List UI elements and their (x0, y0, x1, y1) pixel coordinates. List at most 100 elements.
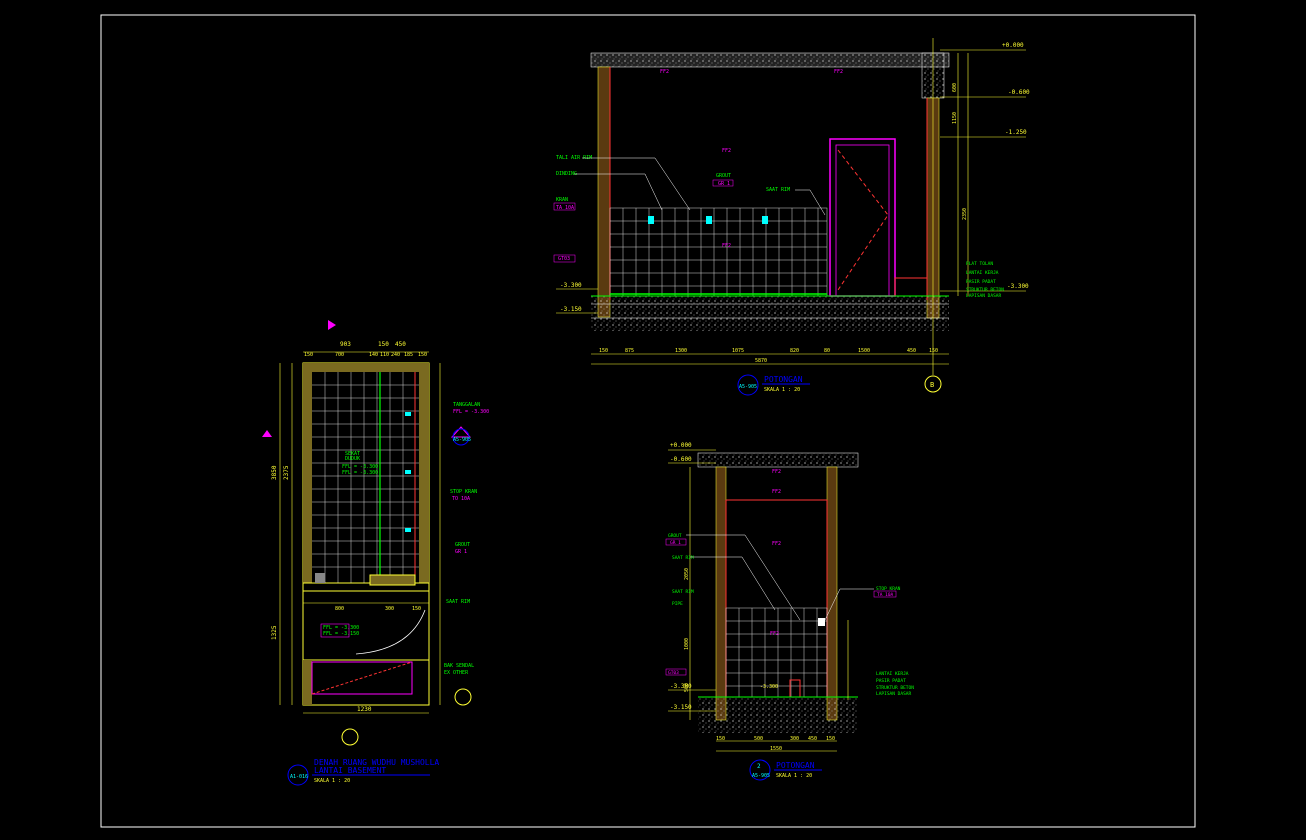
top-wall-left (597, 66, 611, 318)
svg-text:150: 150 (826, 736, 835, 742)
plan-shoe-rack (311, 661, 413, 695)
svg-text:PIPE: PIPE (672, 601, 683, 607)
plan-wall-hatch-top (303, 363, 429, 372)
svg-text:SAAT RIM: SAAT RIM (446, 599, 470, 605)
bot-faucet (818, 618, 825, 626)
svg-text:STRUKTUR BETON: STRUKTUR BETON (966, 287, 1004, 293)
plan-dim-bottom-b: 300 (385, 606, 394, 612)
plan-door-arc (355, 609, 426, 655)
svg-text:TA 10A: TA 10A (556, 205, 574, 211)
svg-text:LAPISAN DASAR: LAPISAN DASAR (966, 293, 1002, 299)
plan-dim-left-lower: 1325 (271, 625, 278, 640)
plan-scale: SKALA 1 : 20 (314, 778, 350, 784)
top-faucets (648, 216, 768, 224)
svg-text:STOP KRAN: STOP KRAN (876, 586, 901, 592)
top-scale: SKALA 1 : 20 (764, 387, 800, 393)
bot-left-dims: 2050 1000 500 (684, 568, 690, 692)
svg-text:1500: 1500 (858, 348, 870, 354)
bot-dim-lines (689, 467, 849, 752)
svg-text:STRUKTUR BETON: STRUKTUR BETON (876, 685, 914, 691)
svg-text:FF2: FF2 (834, 69, 843, 75)
svg-text:1150: 1150 (952, 112, 958, 124)
svg-text:-0.600: -0.600 (670, 456, 692, 463)
bot-wall-left (715, 466, 727, 721)
svg-text:GR 1: GR 1 (670, 540, 681, 546)
svg-text:2050: 2050 (684, 568, 690, 580)
top-door-frame (829, 138, 896, 297)
bot-tile-grid (725, 607, 828, 698)
svg-text:1075: 1075 (732, 348, 744, 354)
plan-floor-drain (315, 573, 325, 583)
svg-text:FFL = -3.300: FFL = -3.300 (323, 625, 359, 631)
top-floor-hatch (591, 296, 949, 331)
plan-dimensions (279, 351, 441, 714)
plan-dim-bottom-a: 800 (335, 606, 344, 612)
plan-section-marker: A5-905 (450, 426, 472, 446)
bot-wall-right (826, 466, 838, 721)
plan-dim-bottom: 1230 (357, 706, 372, 713)
svg-text:FF2: FF2 (772, 541, 781, 547)
bot-labels-left: GROUT GR 1 SAAT RIM SAAT RIM PIPE GT03 (665, 533, 801, 676)
svg-text:150: 150 (304, 352, 313, 358)
plan-dim-top-left: 150 (378, 341, 389, 348)
bot-levels-left: +0.000 -0.600 -3.300 -3.150 (668, 442, 716, 712)
plan-wall-hatch-left (303, 363, 312, 583)
plan-dim-top-right: 450 (395, 341, 406, 348)
svg-text:110: 110 (380, 352, 389, 358)
bot-step (789, 679, 801, 698)
svg-text:875: 875 (625, 348, 634, 354)
top-levels-right: +0.000 -0.600 -1.250 -3.300 (940, 42, 1030, 292)
svg-text:-3.150: -3.150 (560, 306, 582, 313)
svg-text:140: 140 (369, 352, 378, 358)
top-grid-bubble-label: B (930, 381, 934, 389)
bot-labels-right: STOP KRAN TA 10A LANTAI KERJA PASIR PADA… (824, 586, 914, 697)
svg-text:+0.000: +0.000 (670, 442, 692, 449)
svg-text:FFL = -3.300: FFL = -3.300 (342, 470, 378, 476)
svg-text:-3.300: -3.300 (1007, 283, 1029, 290)
top-labels-left: TALI AIR RIM DINDING KRAN TA 10A GT03 (553, 155, 691, 263)
svg-text:150: 150 (599, 348, 608, 354)
svg-text:LAPISAN DASAR: LAPISAN DASAR (876, 691, 912, 697)
bot-title-marker: 2 (757, 763, 761, 770)
plan-level-box (320, 623, 350, 638)
top-title: POTONGAN (764, 375, 803, 384)
svg-text:BAK SENDAL: BAK SENDAL (444, 663, 474, 669)
bot-sheet-id: A5-905 (752, 773, 770, 779)
svg-text:FF2: FF2 (772, 469, 781, 475)
plan-sheet-id: A1-016 (290, 774, 308, 780)
svg-text:-3.150: -3.150 (670, 704, 692, 711)
top-labels-mid: GROUT GR 1 SAAT RIM (712, 173, 826, 216)
svg-text:GT03: GT03 (558, 256, 570, 262)
svg-text:GT03: GT03 (668, 670, 679, 676)
svg-text:5870: 5870 (755, 358, 767, 364)
svg-text:FF2: FF2 (722, 148, 731, 154)
top-tile-grid (609, 207, 828, 297)
svg-text:820: 820 (790, 348, 799, 354)
svg-text:300: 300 (790, 736, 799, 742)
svg-text:500: 500 (684, 683, 690, 692)
bot-bottom-dims: 150 500 300 450 150 1550 (716, 736, 835, 752)
svg-text:-3.300: -3.300 (670, 683, 692, 690)
svg-text:SEKAT: SEKAT (345, 451, 360, 457)
svg-text:-3.300: -3.300 (560, 282, 582, 289)
svg-text:FFL = -3.300: FFL = -3.300 (453, 409, 489, 415)
top-title-bubble (737, 374, 759, 396)
svg-text:FF2: FF2 (772, 489, 781, 495)
svg-text:TO 10A: TO 10A (452, 496, 470, 502)
svg-text:GROUT: GROUT (668, 533, 682, 539)
svg-text:2350: 2350 (962, 208, 968, 220)
svg-text:500: 500 (754, 736, 763, 742)
svg-text:450: 450 (808, 736, 817, 742)
top-grid-bubble (924, 375, 942, 393)
top-ff2-tags: FF2 FF2 FF2 FF2 (660, 69, 843, 249)
svg-text:SAAT RIM: SAAT RIM (672, 589, 694, 595)
svg-text:FFL = -3.150: FFL = -3.150 (323, 631, 359, 637)
plan-arrow-left (262, 430, 272, 437)
plan-dim-left-inner: 2375 (283, 465, 290, 480)
svg-text:FFL = -3.300: FFL = -3.300 (342, 464, 378, 470)
plan-step (369, 574, 416, 586)
svg-text:A5-905: A5-905 (453, 437, 471, 443)
svg-text:GROUT: GROUT (455, 542, 470, 548)
svg-text:1550: 1550 (770, 746, 782, 752)
svg-text:FF2: FF2 (722, 243, 731, 249)
